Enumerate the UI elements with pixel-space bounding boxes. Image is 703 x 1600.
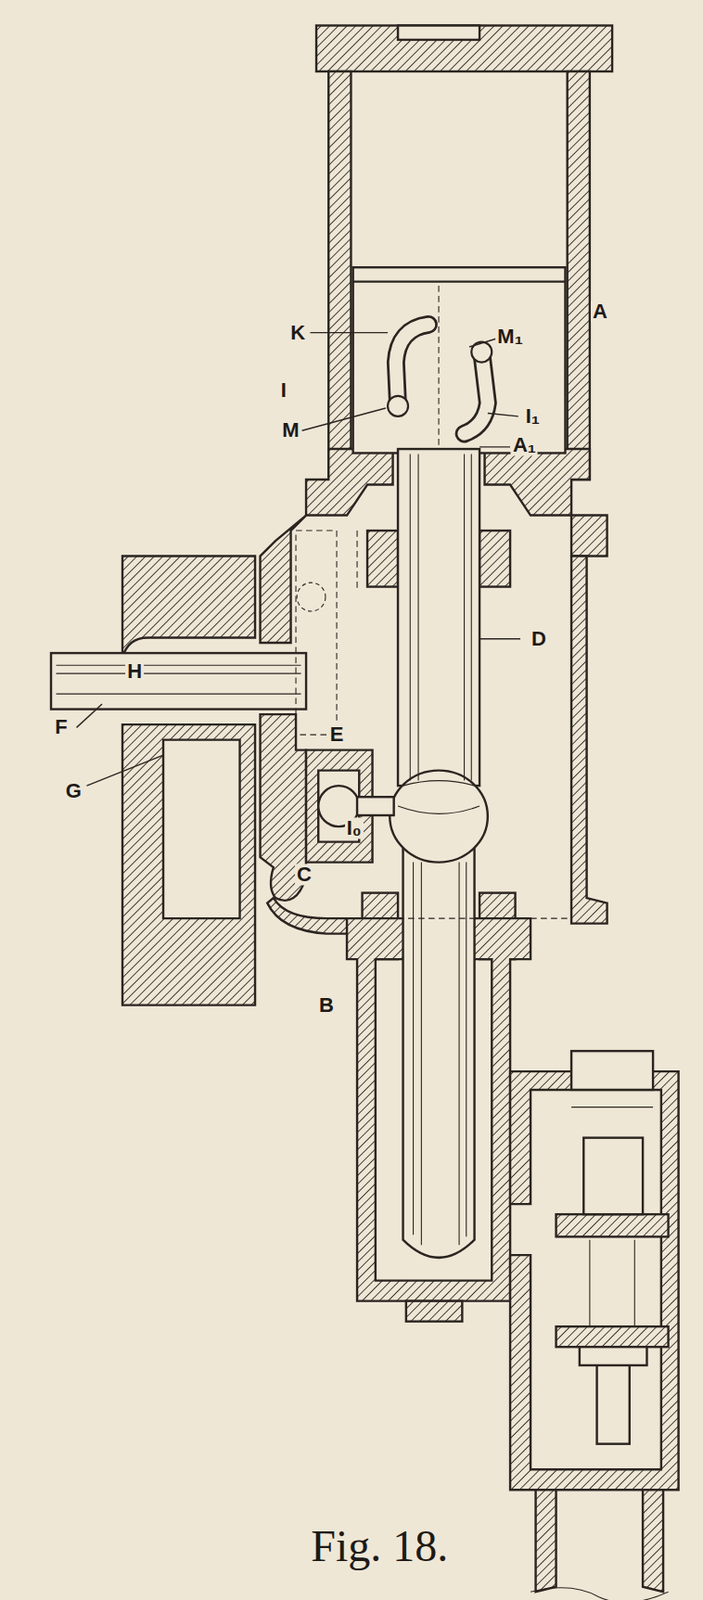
- part-letter: E: [328, 724, 346, 746]
- part-letter: G: [63, 779, 84, 802]
- part-letter: A: [590, 300, 610, 322]
- part-letter: I₀: [345, 818, 364, 840]
- part-letter: C: [294, 863, 314, 885]
- part-letter: B: [317, 994, 336, 1016]
- part-letter: F: [52, 716, 69, 739]
- part-letter: I₁: [524, 405, 542, 427]
- part-letter: A₁: [511, 434, 538, 456]
- part-letter: K: [288, 321, 307, 344]
- part-letter: D: [529, 627, 549, 650]
- part-letter: M₁: [495, 326, 525, 348]
- part-letter: M: [280, 420, 301, 442]
- part-letter: I: [279, 380, 289, 402]
- figure-caption: Fig. 18.: [310, 1519, 448, 1571]
- part-letter: H: [125, 660, 144, 682]
